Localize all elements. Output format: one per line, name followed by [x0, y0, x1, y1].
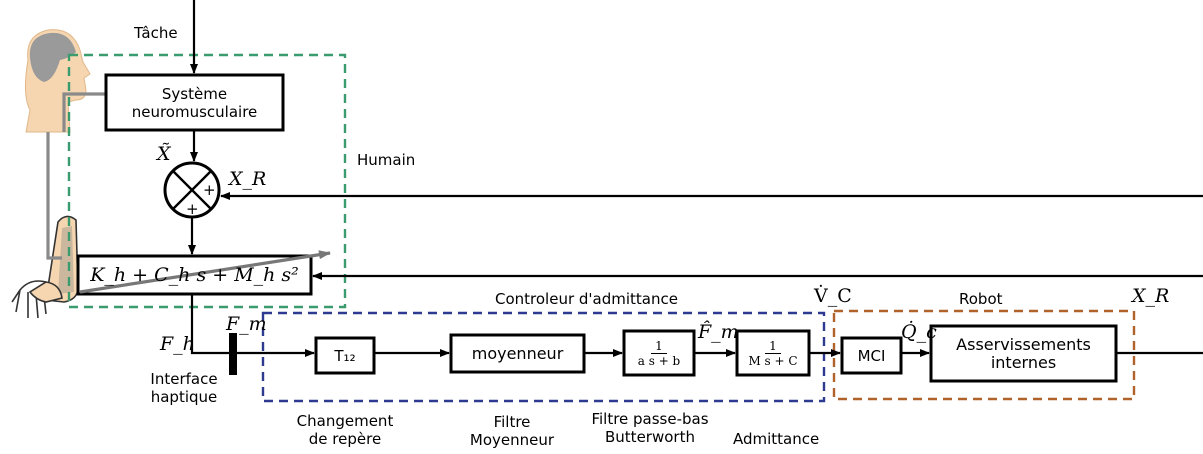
plus-sign-right: +: [203, 181, 216, 199]
controller-label: Controleur d'admittance: [495, 290, 678, 308]
impedance-text: K_h + C_h s + M_h s²: [90, 264, 299, 286]
xr-sum-symbol: X_R: [229, 168, 267, 190]
task-label: Tâche: [134, 24, 178, 42]
averaging-filter-label: Filtre Moyenneur: [469, 413, 555, 449]
fm-hat-symbol: F̂_m: [698, 321, 739, 343]
impedance-block: [76, 254, 313, 296]
admittance-label: Admittance: [733, 430, 820, 448]
fh-line: [190, 294, 231, 355]
variable-arrow: [79, 250, 331, 294]
plus-sign-bottom: +: [186, 200, 199, 218]
averager-block: [449, 333, 586, 374]
human-label: Humain: [357, 151, 416, 169]
fh-symbol: F_h: [160, 333, 195, 355]
change-frame-label: Changement de repère: [296, 412, 394, 448]
nerve-link: [46, 92, 108, 260]
robot-region: [832, 309, 1136, 401]
human-region: [67, 53, 347, 309]
x-tilde-symbol: X̃: [157, 143, 171, 165]
vc-symbol: V̇_C: [814, 285, 852, 307]
butterworth-den: a s + b: [637, 353, 681, 368]
haptic-interface-bar: [229, 333, 237, 375]
mci-block: [840, 336, 903, 375]
butterworth-num: 1: [651, 339, 667, 354]
qc-symbol: Q̇_c: [901, 321, 937, 343]
internal-servo-text: Asservissements internes: [956, 334, 1091, 372]
neuromuscular-text: Système neuromusculaire: [131, 84, 258, 121]
robot-label: Robot: [959, 290, 1003, 308]
head-icon: [24, 29, 91, 133]
averager-text: moyenneur: [471, 343, 564, 363]
controller-region: [261, 311, 826, 403]
admittance-den: M s + C: [748, 353, 798, 368]
haptic-interface-label: Interface haptique: [150, 370, 218, 406]
fm-symbol: F_m: [226, 313, 267, 335]
t12-text: T₁₂: [334, 346, 356, 365]
mci-text: MCI: [857, 346, 886, 365]
admittance-num: 1: [765, 339, 781, 354]
xr-output-symbol: X_R: [1132, 285, 1170, 307]
t12-block: [314, 336, 376, 375]
butterworth-block: [622, 329, 696, 377]
lowpass-filter-label: Filtre passe-bas Butterworth: [591, 410, 709, 446]
